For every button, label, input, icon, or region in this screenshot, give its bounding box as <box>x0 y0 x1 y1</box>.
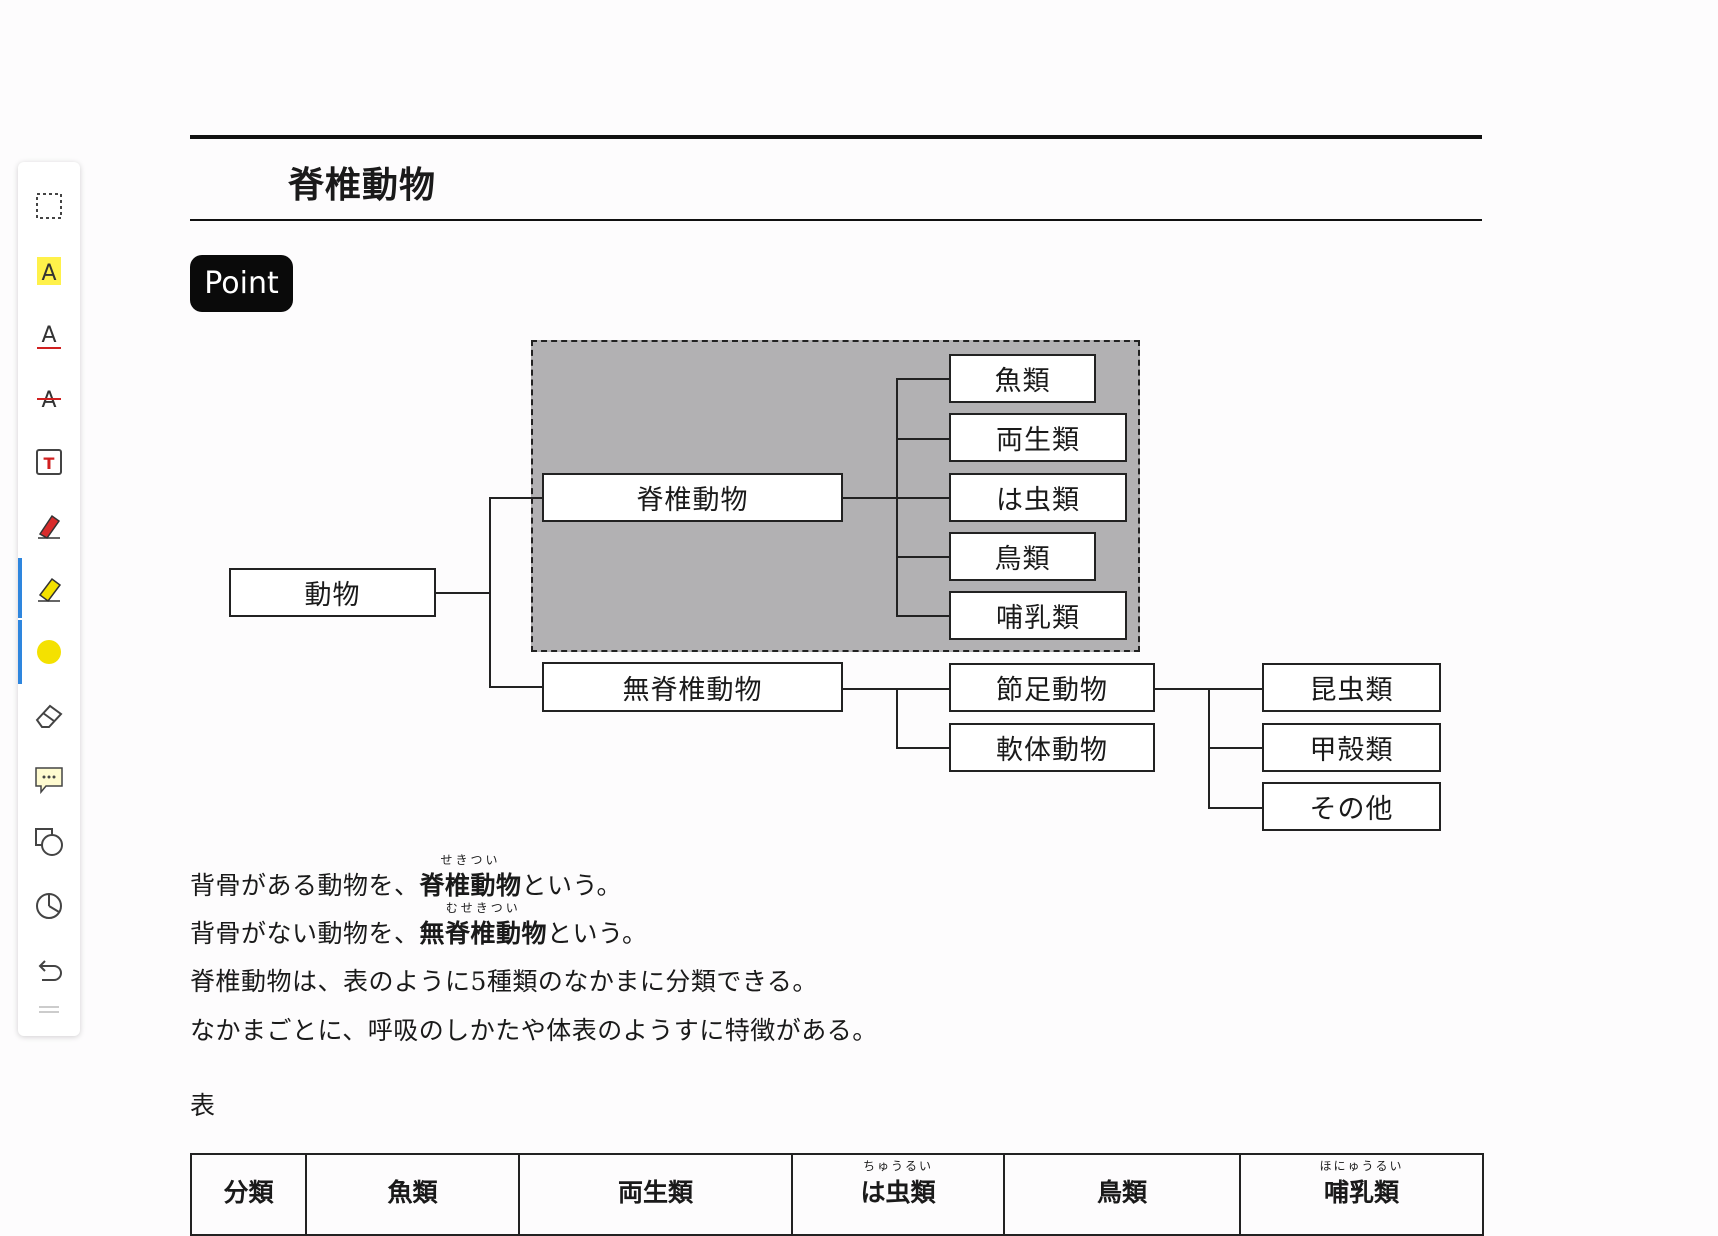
yellow-color-dot-icon <box>37 640 61 664</box>
highlight-text-tool-button[interactable]: A <box>18 245 80 297</box>
ruby-invertebrates: むせきつい <box>445 901 521 915</box>
node-reptiles: は虫類 <box>949 473 1127 522</box>
node-insects: 昆虫類 <box>1262 663 1441 712</box>
svg-text:A: A <box>41 323 56 348</box>
page-title: 脊椎動物 <box>288 165 437 206</box>
connector-line <box>489 497 543 499</box>
ruby-vertebrates: せきつい <box>440 853 501 867</box>
node-animals: 動物 <box>229 568 436 617</box>
text-line-2-post: という。 <box>547 919 648 948</box>
pie-tool-button[interactable] <box>18 880 80 932</box>
ruby-mammals: ほにゅうるい <box>1319 1159 1404 1173</box>
connector-line <box>1208 747 1263 749</box>
underlined-a-icon: A <box>37 323 61 349</box>
connector-line <box>842 497 897 499</box>
term-vertebrates-text: 脊椎動物 <box>419 871 522 900</box>
table-header-label: 両生類 <box>617 1178 693 1207</box>
connector-line <box>896 497 950 499</box>
node-vertebrates: 脊椎動物 <box>542 473 843 522</box>
text-line-1-pre: 背骨がある動物を、 <box>190 871 420 900</box>
eraser-icon <box>35 704 63 728</box>
underline-text-tool-button[interactable]: A <box>18 309 80 361</box>
strikethrough-a-icon: A <box>37 388 61 413</box>
node-mollusks: 軟体動物 <box>949 723 1155 772</box>
connector-line <box>896 747 950 749</box>
table-header-label: 鳥類 <box>1096 1178 1147 1207</box>
svg-text:T: T <box>44 454 55 473</box>
text-box-icon: T <box>36 449 62 475</box>
connector-line <box>896 378 950 380</box>
dashed-selection-icon <box>36 193 62 219</box>
node-birds: 鳥類 <box>949 532 1096 581</box>
connector-line <box>842 688 950 690</box>
shapes-tool-button[interactable] <box>18 816 80 868</box>
connector-line <box>896 438 950 440</box>
connector-line <box>1208 807 1263 809</box>
table-header-fish: 魚類 <box>305 1153 520 1236</box>
connector-line <box>1208 688 1210 808</box>
text-line-1-post: という。 <box>521 871 623 900</box>
svg-text:A: A <box>41 388 56 413</box>
highlighted-a-icon: A <box>37 257 61 286</box>
table-header-label: 哺乳類 <box>1323 1178 1399 1207</box>
term-invertebrates-text: 無脊椎動物 <box>419 919 548 948</box>
classification-table: 分類 魚類 両生類 ちゅうるいは虫類 鳥類 ほにゅうるい哺乳類 <box>190 1153 1484 1236</box>
color-picker-button[interactable] <box>18 620 80 684</box>
connector-line <box>435 592 490 594</box>
connector-line <box>489 686 543 688</box>
select-tool-button[interactable] <box>18 180 80 232</box>
text-line-4: なかまごとに、呼吸のしかたや体表のようすに特徴がある。 <box>190 1016 878 1045</box>
table-caption: 表 <box>190 1091 216 1120</box>
strikethrough-text-tool-button[interactable]: A <box>18 372 80 424</box>
text-line-3: 脊椎動物は、表のように5種類のなかまに分類できる。 <box>190 967 818 996</box>
connector-line <box>489 497 491 687</box>
connector-line <box>1155 688 1263 690</box>
node-invertebrates: 無脊椎動物 <box>542 662 843 712</box>
table-header-mammals: ほにゅうるい哺乳類 <box>1239 1153 1484 1236</box>
table-header-birds: 鳥類 <box>1003 1153 1241 1236</box>
table-header-label: 分類 <box>223 1178 274 1207</box>
title-rule <box>190 219 1482 221</box>
term-vertebrates: せきつい脊椎動物 <box>419 853 522 900</box>
text-box-tool-button[interactable]: T <box>18 436 80 488</box>
connector-line <box>896 615 950 617</box>
undo-button[interactable] <box>18 943 80 995</box>
pen-tool-button[interactable] <box>18 499 80 551</box>
node-amphibians: 両生類 <box>949 413 1127 462</box>
svg-text:A: A <box>41 261 56 286</box>
highlighter-tool-button[interactable] <box>18 558 80 618</box>
node-fish: 魚類 <box>949 354 1096 403</box>
pie-icon <box>36 893 62 919</box>
table-header-label: は虫類 <box>860 1178 936 1207</box>
text-line-2-pre: 背骨がない動物を、 <box>190 919 420 948</box>
connector-line <box>896 378 898 616</box>
text-line-2: 背骨がない動物を、むせきつい無脊椎動物という。 <box>190 901 648 950</box>
comment-bubble-icon <box>35 767 63 795</box>
table-header-category: 分類 <box>190 1153 307 1236</box>
drag-handle-icon <box>39 1006 59 1013</box>
yellow-highlighter-icon <box>38 577 62 603</box>
top-rule <box>190 135 1482 139</box>
term-invertebrates: むせきつい無脊椎動物 <box>419 901 548 948</box>
node-others: その他 <box>1262 782 1441 831</box>
eraser-tool-button[interactable] <box>18 689 80 741</box>
toolbar-drag-handle[interactable] <box>18 994 80 1026</box>
undo-icon <box>38 960 62 981</box>
table-header-label: 魚類 <box>387 1178 438 1207</box>
annotation-toolbar: A A A T <box>18 162 80 1036</box>
table-header-reptiles: ちゅうるいは虫類 <box>791 1153 1005 1236</box>
connector-line <box>896 688 898 748</box>
node-arthropods: 節足動物 <box>949 663 1155 712</box>
connector-line <box>896 556 950 558</box>
text-line-1: 背骨がある動物を、せきつい脊椎動物という。 <box>190 853 623 902</box>
comment-tool-button[interactable] <box>18 753 80 805</box>
ruby-reptiles: ちゅうるい <box>862 1159 933 1173</box>
point-badge: Point <box>190 255 293 312</box>
red-pen-icon <box>38 514 61 539</box>
table-header-amphibians: 両生類 <box>518 1153 793 1236</box>
node-mammals: 哺乳類 <box>949 591 1127 640</box>
table-header-row: 分類 魚類 両生類 ちゅうるいは虫類 鳥類 ほにゅうるい哺乳類 <box>190 1153 1484 1236</box>
node-crustaceans: 甲殻類 <box>1262 723 1441 772</box>
shapes-icon <box>35 828 63 856</box>
